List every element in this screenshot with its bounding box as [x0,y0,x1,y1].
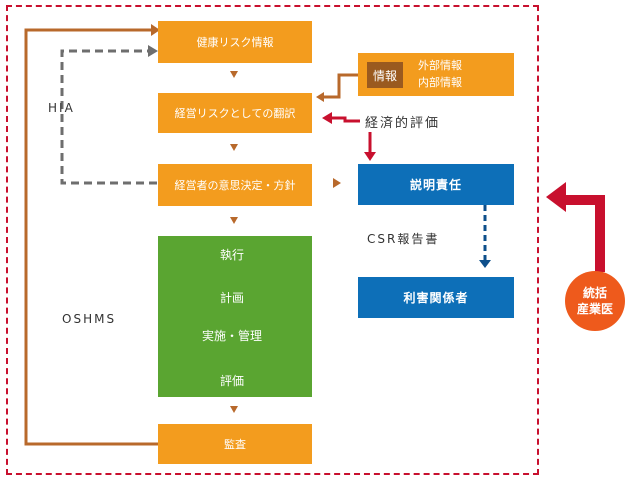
physician-arrow [546,182,605,272]
management-decision-box: 経営者の意思決定・方針 [158,164,312,206]
info-sources-box: 情報 外部情報 内部情報 [358,53,514,96]
econ-eval-connector [332,116,360,123]
down-arrow-2 [230,144,238,151]
info-tag: 情報 [367,62,403,88]
hia-arrowhead [148,45,158,57]
hia-label: HIA [48,101,75,115]
info-to-risk-connector [320,73,358,99]
enterprise-boundary-frame [6,5,539,475]
down-arrow-4 [230,406,238,413]
economic-evaluation-label: 経済的評価 [365,116,441,131]
execution-label: 執行 [220,248,245,262]
health-risk-info-box: 健康リスク情報 [158,21,312,63]
execution-box: 執行 計画 実施・管理 評価 [158,236,312,397]
external-info-label: 外部情報 [418,59,462,72]
econ-eval-arrowhead [322,112,332,124]
physician-line-1: 統括 [582,286,607,300]
csr-arrowhead [479,260,491,268]
down-arrow-1 [230,71,238,78]
down-arrow-3 [230,217,238,224]
hia-dashed-loop [60,49,157,185]
implement-label: 実施・管理 [202,329,263,343]
oshms-label: OSHMS [62,312,117,326]
csr-report-label: CSR報告書 [367,232,440,246]
internal-info-label: 内部情報 [418,76,462,89]
evaluate-label: 評価 [220,374,245,388]
plan-label: 計画 [220,291,245,305]
physician-line-2: 産業医 [576,302,613,316]
right-arrow-to-accountability [333,178,341,188]
info-to-risk-arrowhead [316,92,324,102]
business-risk-box: 経営リスクとしての翻訳 [158,93,312,133]
econ-to-accountability-arrowhead [364,152,376,161]
audit-feedback-loop [24,28,158,446]
audit-feedback-arrowhead [151,24,160,36]
audit-box: 監査 [158,424,312,464]
stakeholders-box: 利害関係者 [358,277,514,318]
integrated-physician-circle: 統括 産業医 [565,271,625,331]
accountability-box: 説明責任 [358,164,514,205]
